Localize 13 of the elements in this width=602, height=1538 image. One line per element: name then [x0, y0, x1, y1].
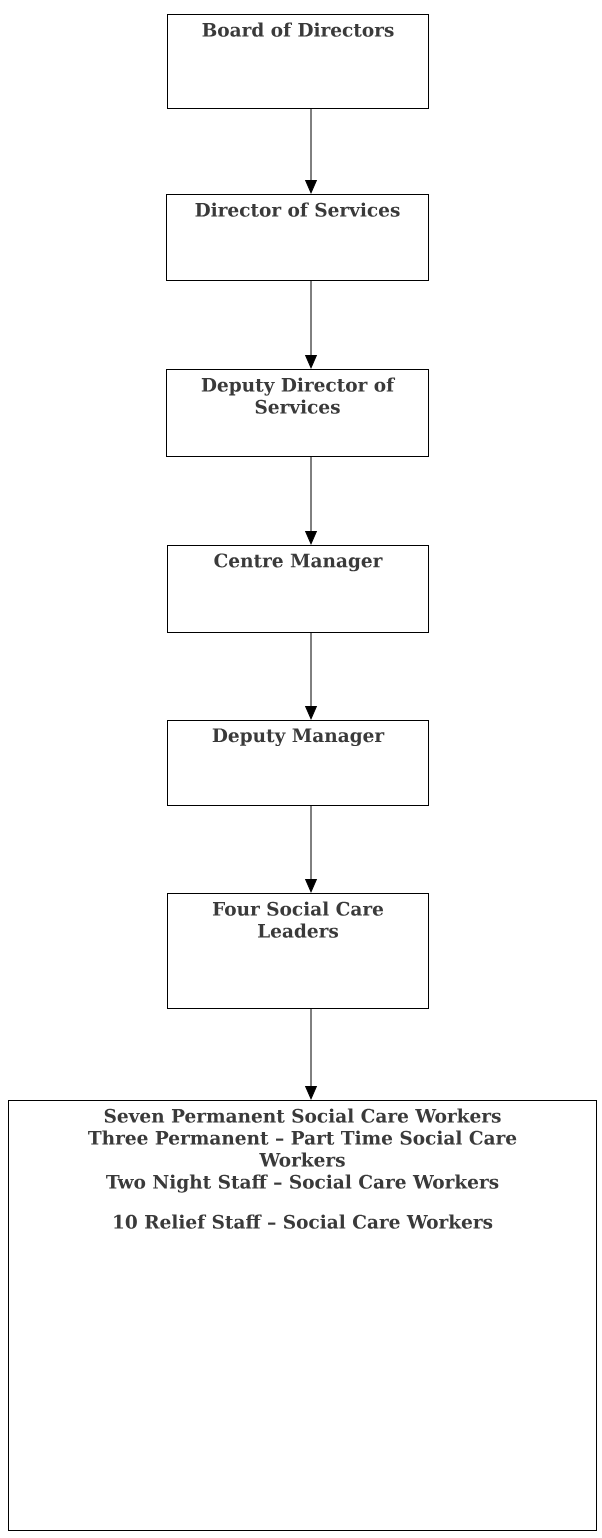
arrow — [305, 280, 317, 369]
org-box: Four Social Care Leaders — [167, 893, 429, 1009]
arrow — [305, 1008, 317, 1100]
arrow — [305, 108, 317, 194]
arrow — [305, 805, 317, 893]
org-box: Board of Directors — [167, 14, 429, 109]
org-box: Director of Services — [166, 194, 429, 281]
arrow — [305, 456, 317, 545]
arrow — [305, 632, 317, 720]
org-box: Seven Permanent Social Care Workers Three Permanent – Part Time Social Care Workers Two Night Staff – Social Care Workers 10 Relief Staff – Social Care Workers — [8, 1100, 597, 1531]
org-box: Deputy Manager — [167, 720, 429, 806]
org-box: Centre Manager — [167, 545, 429, 633]
org-box: Deputy Director of Services — [166, 369, 429, 457]
